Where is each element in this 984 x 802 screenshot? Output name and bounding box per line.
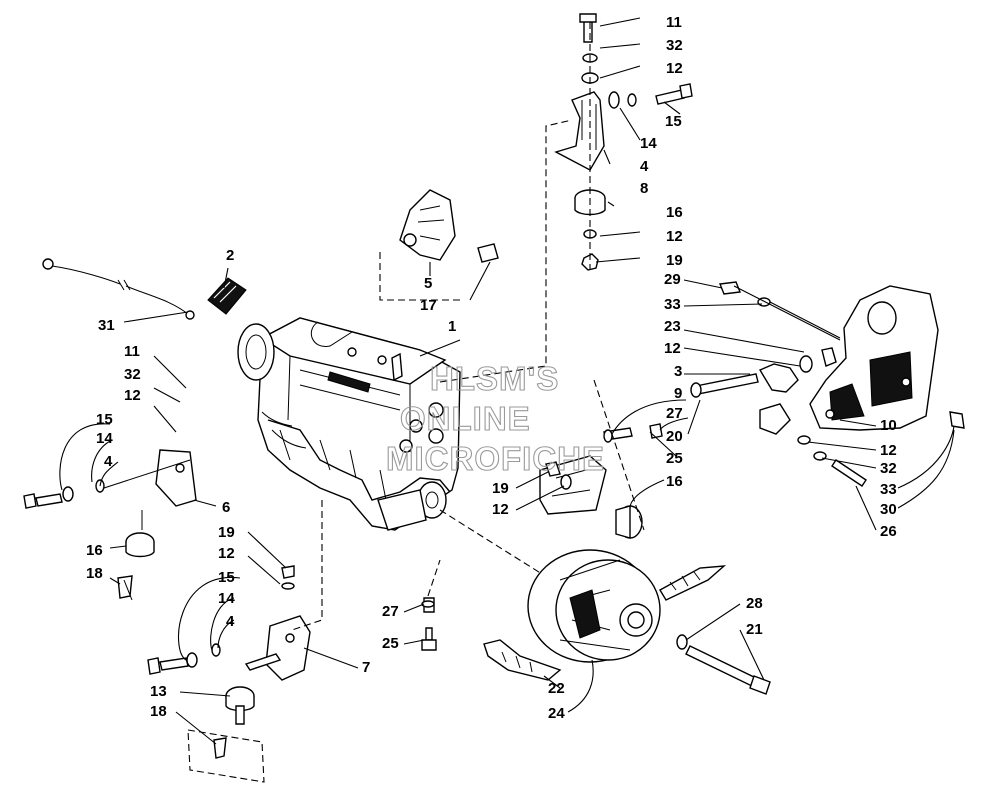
callout-18-low: 18 bbox=[150, 703, 167, 720]
part-5-17-bracket bbox=[399, 189, 499, 263]
callout-32-top: 32 bbox=[666, 37, 683, 54]
callout-31: 31 bbox=[98, 317, 115, 334]
callout-30: 30 bbox=[880, 501, 897, 518]
callout-24: 24 bbox=[548, 705, 565, 722]
callout-32-left: 32 bbox=[124, 366, 141, 383]
callout-4-top: 4 bbox=[640, 158, 649, 175]
callout-15-low: 15 bbox=[218, 569, 235, 586]
callout-4-left: 4 bbox=[104, 453, 113, 470]
callout-3: 3 bbox=[674, 363, 682, 380]
callout-labels: 11 32 12 15 14 4 8 16 12 19 2 5 17 1 31 … bbox=[86, 14, 897, 722]
lower-left-mount-assembly bbox=[147, 565, 311, 783]
callout-12-top: 12 bbox=[666, 60, 683, 77]
watermark-line-1: HLSM'S bbox=[430, 360, 559, 397]
callout-27-low: 27 bbox=[382, 603, 399, 620]
callout-12-mid: 12 bbox=[666, 228, 683, 245]
leader-lines bbox=[59, 17, 955, 745]
part-2-decal bbox=[207, 277, 247, 315]
top-mount-stack bbox=[554, 13, 693, 271]
part-31-ground-wire bbox=[42, 258, 195, 320]
callout-7: 7 bbox=[362, 659, 370, 676]
callout-32-far: 32 bbox=[880, 460, 897, 477]
engine-assembly bbox=[237, 317, 461, 531]
watermark: HLSM'S ONLINE MICROFICHE bbox=[385, 359, 605, 477]
right-bracket-assembly bbox=[690, 281, 965, 487]
callout-20: 20 bbox=[666, 428, 683, 445]
callout-16-left: 16 bbox=[86, 542, 103, 559]
callout-12-left: 12 bbox=[124, 387, 141, 404]
callout-23: 23 bbox=[664, 318, 681, 335]
watermark-line-3: MICROFICHE bbox=[386, 440, 605, 477]
callout-27-right: 27 bbox=[666, 405, 683, 422]
clutch-assembly bbox=[483, 549, 771, 695]
left-mount-assembly bbox=[23, 449, 197, 601]
callout-15-top: 15 bbox=[665, 113, 682, 130]
callout-10: 10 bbox=[880, 417, 897, 434]
callout-18-left: 18 bbox=[86, 565, 103, 582]
callout-26: 26 bbox=[880, 523, 897, 540]
callout-5: 5 bbox=[424, 275, 432, 292]
callout-16-mid: 16 bbox=[666, 473, 683, 490]
callout-2: 2 bbox=[226, 247, 234, 264]
callout-12-right: 12 bbox=[664, 340, 681, 357]
watermark-line-2: ONLINE bbox=[400, 400, 531, 437]
callout-16-top: 16 bbox=[666, 204, 683, 221]
callout-19-low: 19 bbox=[218, 524, 235, 541]
callout-25-right: 25 bbox=[666, 450, 683, 467]
callout-11-left: 11 bbox=[124, 343, 140, 360]
callout-19-top: 19 bbox=[666, 252, 683, 269]
callout-6: 6 bbox=[222, 499, 230, 516]
mid-brackets bbox=[421, 423, 663, 651]
callout-14-low: 14 bbox=[218, 590, 235, 607]
callout-12-low: 12 bbox=[218, 545, 235, 562]
callout-4-low: 4 bbox=[226, 613, 235, 630]
callout-21: 21 bbox=[746, 621, 763, 638]
callout-17: 17 bbox=[420, 297, 437, 314]
callout-14-left: 14 bbox=[96, 430, 113, 447]
callout-19-mid: 19 bbox=[492, 480, 509, 497]
callout-15-left: 15 bbox=[96, 411, 113, 428]
callout-1: 1 bbox=[448, 318, 456, 335]
callout-22: 22 bbox=[548, 680, 565, 697]
callout-12-mid2: 12 bbox=[492, 501, 509, 518]
callout-14-top: 14 bbox=[640, 135, 657, 152]
callout-9: 9 bbox=[674, 385, 682, 402]
callout-33-far: 33 bbox=[880, 481, 897, 498]
callout-29: 29 bbox=[664, 271, 681, 288]
callout-28: 28 bbox=[746, 595, 763, 612]
callout-8: 8 bbox=[640, 180, 648, 197]
callout-25-low: 25 bbox=[382, 635, 399, 652]
callout-11-top: 11 bbox=[666, 14, 682, 31]
callout-33-top: 33 bbox=[664, 296, 681, 313]
callout-13: 13 bbox=[150, 683, 167, 700]
callout-12-far: 12 bbox=[880, 442, 897, 459]
